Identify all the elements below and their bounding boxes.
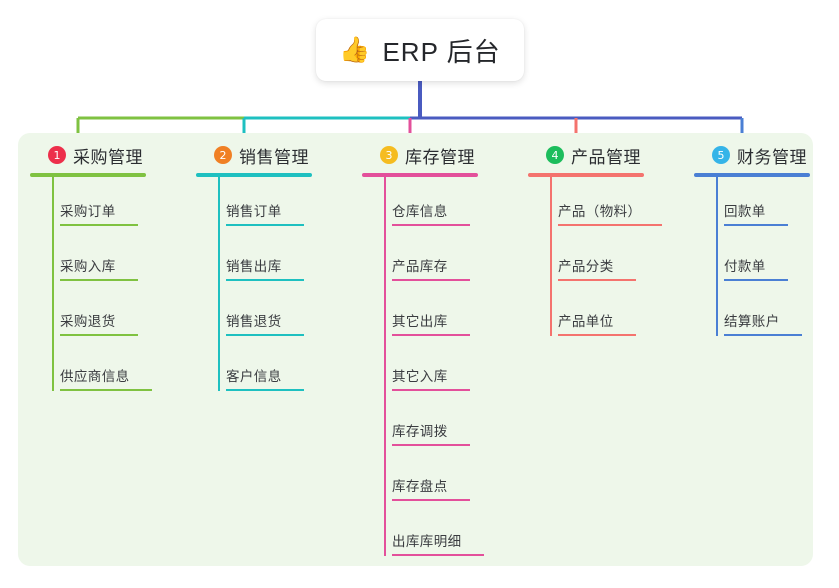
leaf-label: 回款单 xyxy=(724,204,766,219)
leaf-label: 销售订单 xyxy=(226,204,282,219)
leaf-rule xyxy=(226,389,304,391)
leaf-node[interactable]: 产品（物料） xyxy=(558,196,662,226)
leaf-label: 其它出库 xyxy=(392,314,448,329)
leaf-label: 产品分类 xyxy=(558,259,614,274)
branch-spine xyxy=(384,176,386,556)
leaf-label: 库存盘点 xyxy=(392,479,448,494)
leaf-node[interactable]: 销售退货 xyxy=(226,306,304,336)
leaf-label: 付款单 xyxy=(724,259,766,274)
leaf-label: 出库库明细 xyxy=(392,534,462,549)
leaf-rule xyxy=(226,334,304,336)
leaf-label: 采购退货 xyxy=(60,314,116,329)
root-title: ERP 后台 xyxy=(382,36,501,67)
leaf-rule xyxy=(558,279,636,281)
branch-header-rule xyxy=(196,173,312,177)
thumbs-up-icon: 👍 xyxy=(339,35,371,64)
leaf-node[interactable]: 销售出库 xyxy=(226,251,304,281)
leaf-rule xyxy=(226,279,304,281)
branch-spine xyxy=(218,176,220,391)
leaf-rule xyxy=(558,224,662,226)
branch-title: 产品管理 xyxy=(571,147,641,167)
branches-panel xyxy=(18,133,813,566)
leaf-node[interactable]: 采购入库 xyxy=(60,251,138,281)
branch-column-1: 1 采购管理采购订单采购入库采购退货供应商信息 xyxy=(30,142,180,391)
branch-number-badge: 3 xyxy=(380,146,398,164)
leaf-node[interactable]: 采购订单 xyxy=(60,196,138,226)
leaf-label: 销售出库 xyxy=(226,259,282,274)
branch-column-5: 5 财务管理回款单付款单结算账户 xyxy=(694,142,839,336)
leaf-node[interactable]: 销售订单 xyxy=(226,196,304,226)
branch-title: 库存管理 xyxy=(405,147,475,167)
leaf-rule xyxy=(392,444,470,446)
leaf-label: 采购订单 xyxy=(60,204,116,219)
leaf-rule xyxy=(392,224,470,226)
leaf-rule xyxy=(60,389,152,391)
leaf-node[interactable]: 其它出库 xyxy=(392,306,470,336)
leaf-label: 产品（物料） xyxy=(558,204,642,219)
leaf-node[interactable]: 供应商信息 xyxy=(60,361,152,391)
leaf-label: 仓库信息 xyxy=(392,204,448,219)
branch-title: 采购管理 xyxy=(73,147,143,167)
leaf-rule xyxy=(392,389,470,391)
leaf-label: 产品单位 xyxy=(558,314,614,329)
leaf-label: 供应商信息 xyxy=(60,369,130,384)
leaf-node[interactable]: 结算账户 xyxy=(724,306,802,336)
leaf-label: 客户信息 xyxy=(226,369,282,384)
branch-header-rule xyxy=(694,173,810,177)
leaf-rule xyxy=(392,334,470,336)
leaf-node[interactable]: 回款单 xyxy=(724,196,788,226)
leaf-rule xyxy=(392,499,470,501)
branch-header-1[interactable]: 1 采购管理 xyxy=(30,142,180,168)
leaf-node[interactable]: 产品库存 xyxy=(392,251,470,281)
leaf-label: 结算账户 xyxy=(724,314,780,329)
branch-header-2[interactable]: 2 销售管理 xyxy=(196,142,346,168)
branch-header-rule xyxy=(528,173,644,177)
branch-title: 销售管理 xyxy=(239,147,309,167)
branch-spine xyxy=(716,176,718,336)
leaf-node[interactable]: 库存调拨 xyxy=(392,416,470,446)
leaf-rule xyxy=(558,334,636,336)
leaf-rule xyxy=(392,554,484,556)
leaf-label: 其它入库 xyxy=(392,369,448,384)
leaf-node[interactable]: 仓库信息 xyxy=(392,196,470,226)
root-node[interactable]: 👍 ERP 后台 xyxy=(316,19,524,81)
branch-header-3[interactable]: 3 库存管理 xyxy=(362,142,512,168)
leaf-rule xyxy=(226,224,304,226)
leaf-rule xyxy=(724,334,802,336)
leaf-label: 产品库存 xyxy=(392,259,448,274)
leaf-label: 采购入库 xyxy=(60,259,116,274)
branch-number-badge: 5 xyxy=(712,146,730,164)
branch-header-5[interactable]: 5 财务管理 xyxy=(694,142,839,168)
leaf-node[interactable]: 付款单 xyxy=(724,251,788,281)
leaf-rule xyxy=(392,279,470,281)
leaf-rule xyxy=(60,279,138,281)
branch-header-rule xyxy=(30,173,146,177)
leaf-node[interactable]: 其它入库 xyxy=(392,361,470,391)
branch-header-rule xyxy=(362,173,478,177)
branch-title: 财务管理 xyxy=(737,147,807,167)
branch-column-2: 2 销售管理销售订单销售出库销售退货客户信息 xyxy=(196,142,346,391)
leaf-node[interactable]: 采购退货 xyxy=(60,306,138,336)
leaf-node[interactable]: 出库库明细 xyxy=(392,526,484,556)
leaf-label: 库存调拨 xyxy=(392,424,448,439)
leaf-node[interactable]: 客户信息 xyxy=(226,361,304,391)
branch-column-3: 3 库存管理仓库信息产品库存其它出库其它入库库存调拨库存盘点出库库明细 xyxy=(362,142,512,556)
leaf-node[interactable]: 产品分类 xyxy=(558,251,636,281)
branch-number-badge: 4 xyxy=(546,146,564,164)
leaf-rule xyxy=(60,334,138,336)
branch-number-badge: 2 xyxy=(214,146,232,164)
leaf-label: 销售退货 xyxy=(226,314,282,329)
leaf-node[interactable]: 产品单位 xyxy=(558,306,636,336)
branch-number-badge: 1 xyxy=(48,146,66,164)
leaf-node[interactable]: 库存盘点 xyxy=(392,471,470,501)
leaf-rule xyxy=(724,279,788,281)
branch-header-4[interactable]: 4 产品管理 xyxy=(528,142,678,168)
leaf-rule xyxy=(60,224,138,226)
branch-column-4: 4 产品管理产品（物料） 产品分类产品单位 xyxy=(528,142,678,336)
branch-spine xyxy=(550,176,552,336)
leaf-rule xyxy=(724,224,788,226)
branch-spine xyxy=(52,176,54,391)
